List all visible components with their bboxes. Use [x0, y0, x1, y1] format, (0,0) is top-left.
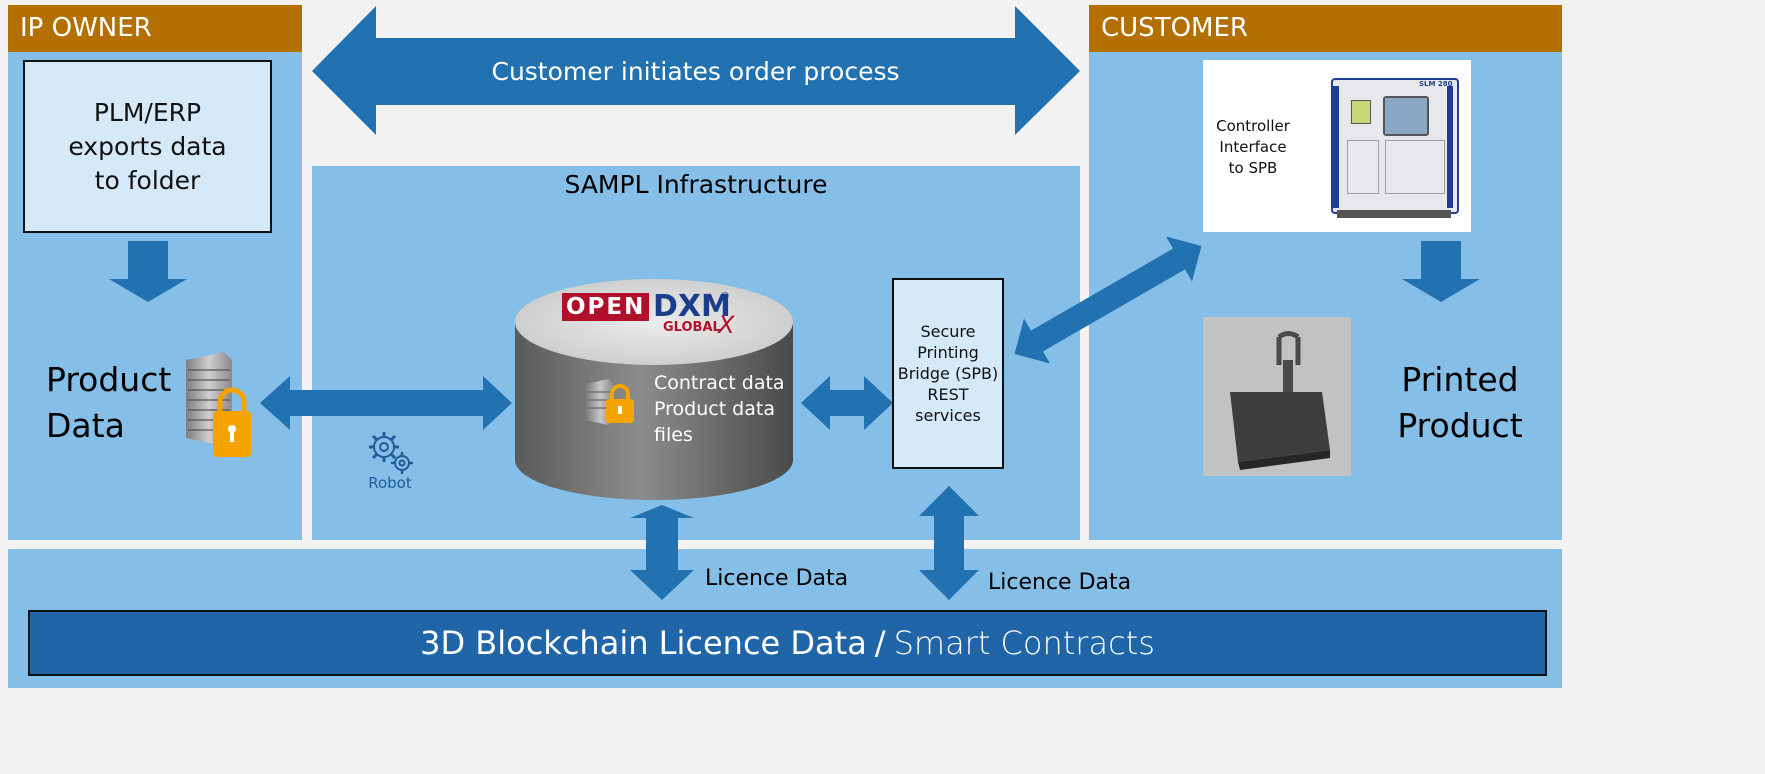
spb-line: Bridge (SPB): [897, 364, 999, 383]
printed-product-label: Printed Product: [1395, 357, 1525, 449]
blockchain-bar-separator: /: [874, 624, 886, 662]
spb-box: Secure Printing Bridge (SPB) REST servic…: [892, 278, 1004, 469]
licence-right-double-arrow: [919, 486, 979, 600]
spb-line: Printing: [917, 343, 979, 362]
machine-brand: SLM 280: [1419, 80, 1453, 88]
database-spb-double-arrow: [801, 376, 893, 430]
order-process-double-arrow: [312, 6, 1080, 135]
robot-label: Robot: [368, 474, 412, 492]
opendxm-logo: OPEN DXM ® GLOBAL X: [562, 291, 742, 341]
plm-erp-line: PLM/ERP: [93, 97, 202, 127]
order-process-label: Customer initiates order process: [491, 57, 900, 86]
controller-line: Interface: [1219, 138, 1287, 156]
spb-line: services: [915, 406, 981, 425]
database-contents: Contract data Product data files: [654, 370, 785, 448]
spb-line: REST: [927, 385, 969, 404]
printed-product-photo: [1203, 317, 1351, 476]
controller-text: Controller Interface to SPB: [1209, 116, 1297, 179]
lock-icon: [606, 384, 634, 423]
controller-photo: Controller Interface to SPB SLM 280: [1203, 60, 1471, 232]
logo-dxm: DXM: [653, 289, 731, 324]
product-data-double-arrow: [260, 376, 512, 430]
logo-registered: ®: [720, 291, 730, 302]
plm-erp-box: PLM/ERP exports data to folder: [23, 60, 272, 233]
lock-icon: [213, 387, 251, 457]
blockchain-bar: 3D Blockchain Licence Data / Smart Contr…: [28, 610, 1547, 676]
product-data-label: Product Data: [46, 357, 186, 449]
logo-global: GLOBAL: [663, 320, 721, 335]
slm-machine-icon: SLM 280: [1323, 72, 1463, 222]
blockchain-bar-main: 3D Blockchain Licence Data: [420, 624, 867, 662]
product-data-line: Product: [46, 360, 172, 399]
controller-line: to SPB: [1228, 159, 1278, 177]
logo-x: X: [718, 311, 735, 339]
arrow-down-icon: [109, 241, 187, 302]
logo-open: OPEN: [562, 293, 650, 321]
plm-erp-line: exports data: [68, 131, 227, 161]
printed-product-line: Product: [1397, 406, 1523, 445]
sampl-title: SAMPL Infrastructure: [564, 170, 828, 199]
licence-data-left-label: Licence Data: [705, 566, 849, 591]
database-line: Product data: [654, 398, 775, 420]
printed-product-line: Printed: [1401, 360, 1519, 399]
gear-icon: [369, 432, 413, 474]
spb-controller-double-arrow: [1014, 236, 1202, 364]
database-line: files: [654, 424, 693, 446]
product-data-line: Data: [46, 406, 125, 445]
ip-owner-header: IP OWNER: [8, 5, 302, 52]
customer-header: CUSTOMER: [1089, 5, 1562, 52]
blockchain-bar-sub: Smart Contracts: [893, 624, 1155, 662]
arrow-down-icon: [1402, 241, 1480, 302]
licence-left-double-arrow: [630, 505, 694, 600]
spb-line: Secure: [920, 322, 976, 341]
licence-data-right-label: Licence Data: [988, 570, 1132, 595]
database-line: Contract data: [654, 372, 785, 394]
controller-line: Controller: [1216, 117, 1290, 135]
plm-erp-line: to folder: [94, 165, 201, 195]
